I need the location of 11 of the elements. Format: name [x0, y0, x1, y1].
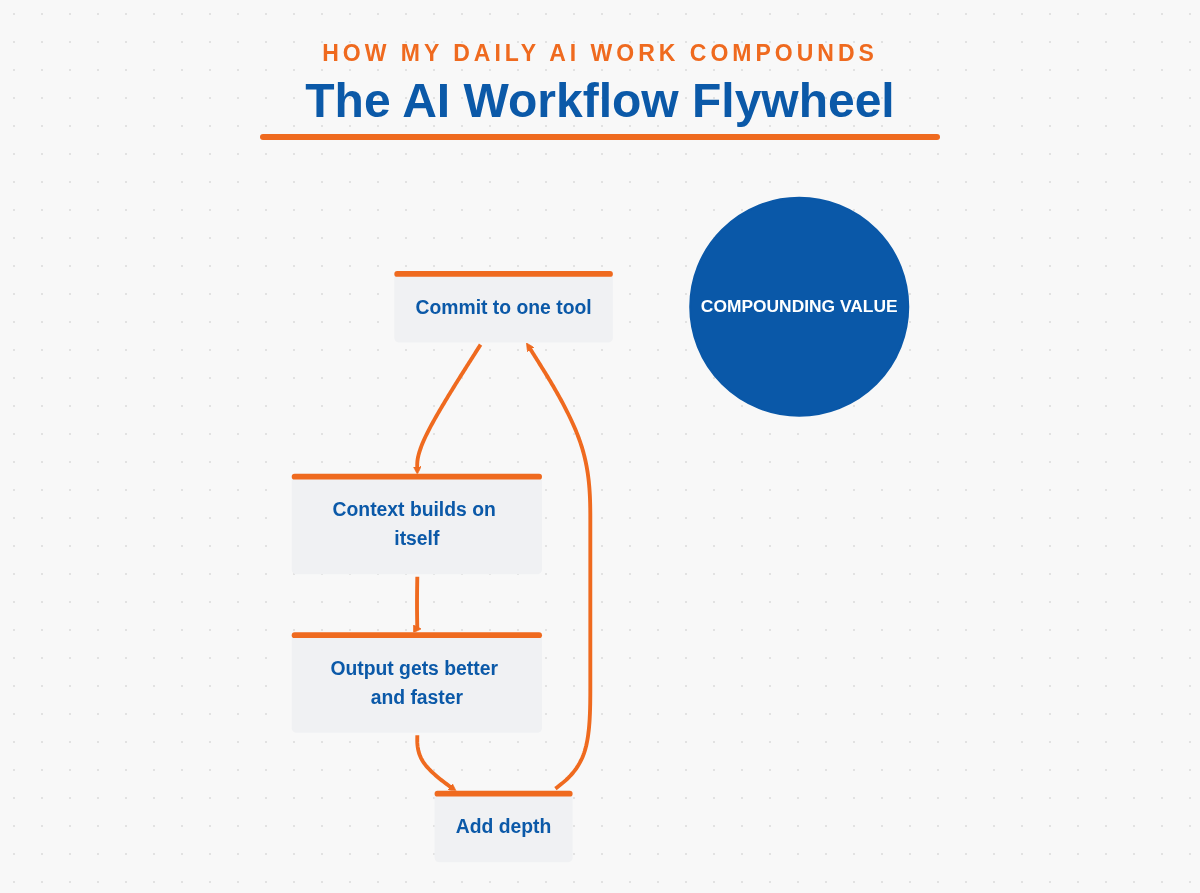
- subtitle-text: HOW MY DAILY AI WORK COMPOUNDS: [322, 40, 878, 67]
- title: The AI Workflow Flywheel: [305, 73, 895, 129]
- arrow: [526, 342, 593, 791]
- process-box: Output gets better and faster: [291, 632, 542, 733]
- process-box: Context builds on itself: [291, 473, 542, 575]
- process-box: Commit to one tool: [394, 271, 613, 343]
- center-circle: COMPOUNDING VALUE: [689, 196, 910, 417]
- arrow: [415, 735, 457, 792]
- process-box: Add depth: [434, 790, 573, 863]
- arrow: [412, 576, 422, 634]
- arrow: [412, 343, 483, 475]
